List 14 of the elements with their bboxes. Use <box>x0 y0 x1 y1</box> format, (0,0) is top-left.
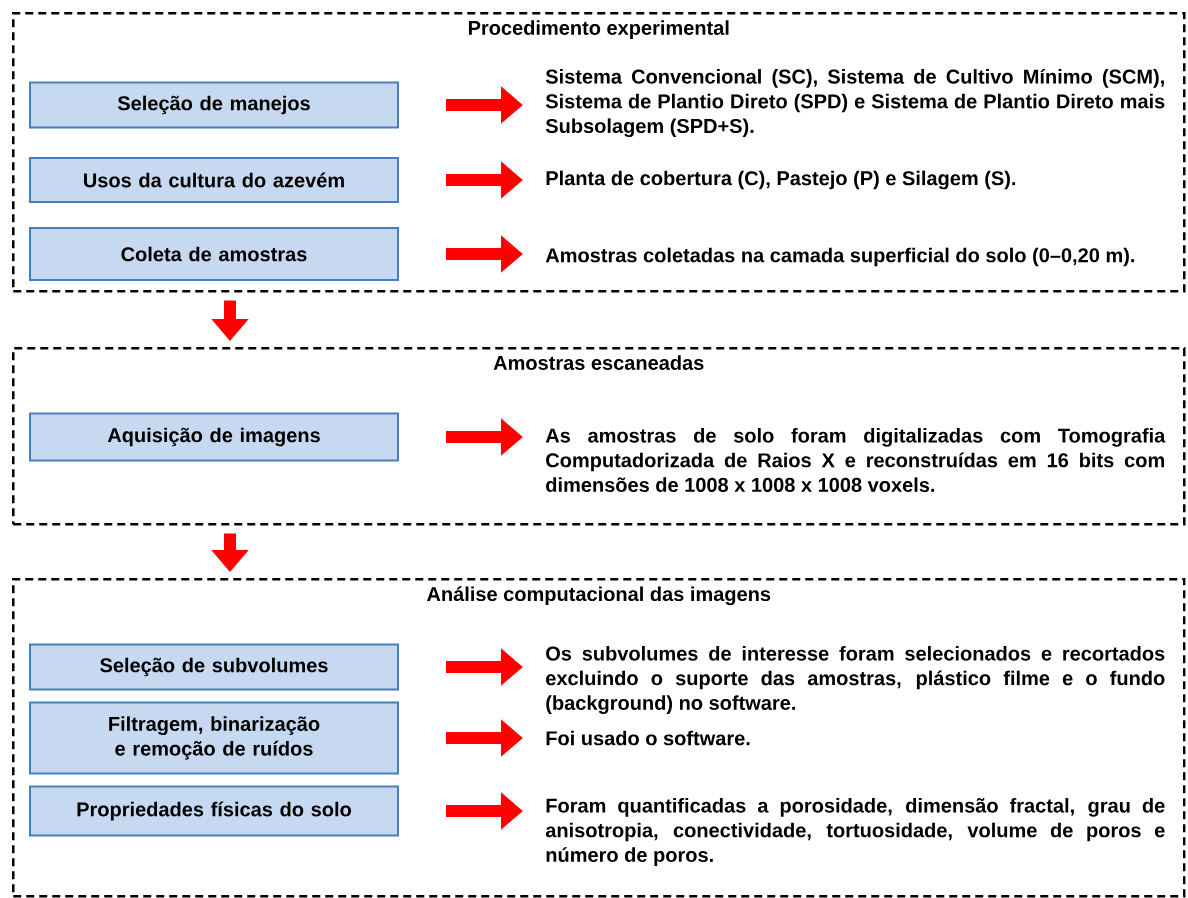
description-text: Planta de cobertura (C), Pastejo (P) e Silagem (S). <box>546 170 1016 190</box>
description-text: Os subvolumes de interesse foram selecionados e recortados excluindo o suporte das amostras, plástico filme e o fundo (background) no software. <box>546 645 1165 715</box>
description-text: Sistema Convencional (SC), Sistema de Cultivo Mínimo (SCM), Sistema de Plantio Direto (SPD) e Sistema de Plantio Direto mais Subsolagem (SPD+S). <box>545 68 1165 138</box>
process-box: Propriedades físicas do solo <box>29 785 399 837</box>
process-box: Usos da cultura do azevém <box>29 157 399 203</box>
process-box: Seleção de subvolumes <box>29 643 399 691</box>
process-box: Seleção de manejos <box>29 81 399 129</box>
process-box: Filtragem, binarização e remoção de ruídos <box>29 701 399 775</box>
description-text: As amostras de solo foram digitalizadas com Tomografia Computadorizada de Raios X e reconstruídas em 16 bits com dimensões de 1008 x 1008 x 1008 voxels. <box>545 428 1166 492</box>
description-text: Foram quantificadas a porosidade, dimensão fractal, grau de anisotropia, conectividade, tortuosidade, volume de poros e número de poros. <box>545 798 1165 866</box>
process-box: Coleta de amostras <box>29 227 399 281</box>
process-box: Aquisição de imagens <box>29 412 399 462</box>
description-text: Amostras coletadas na camada superficial do solo (0–0,20 m). <box>545 247 1135 267</box>
description-text: Foi usado o software. <box>546 730 750 746</box>
